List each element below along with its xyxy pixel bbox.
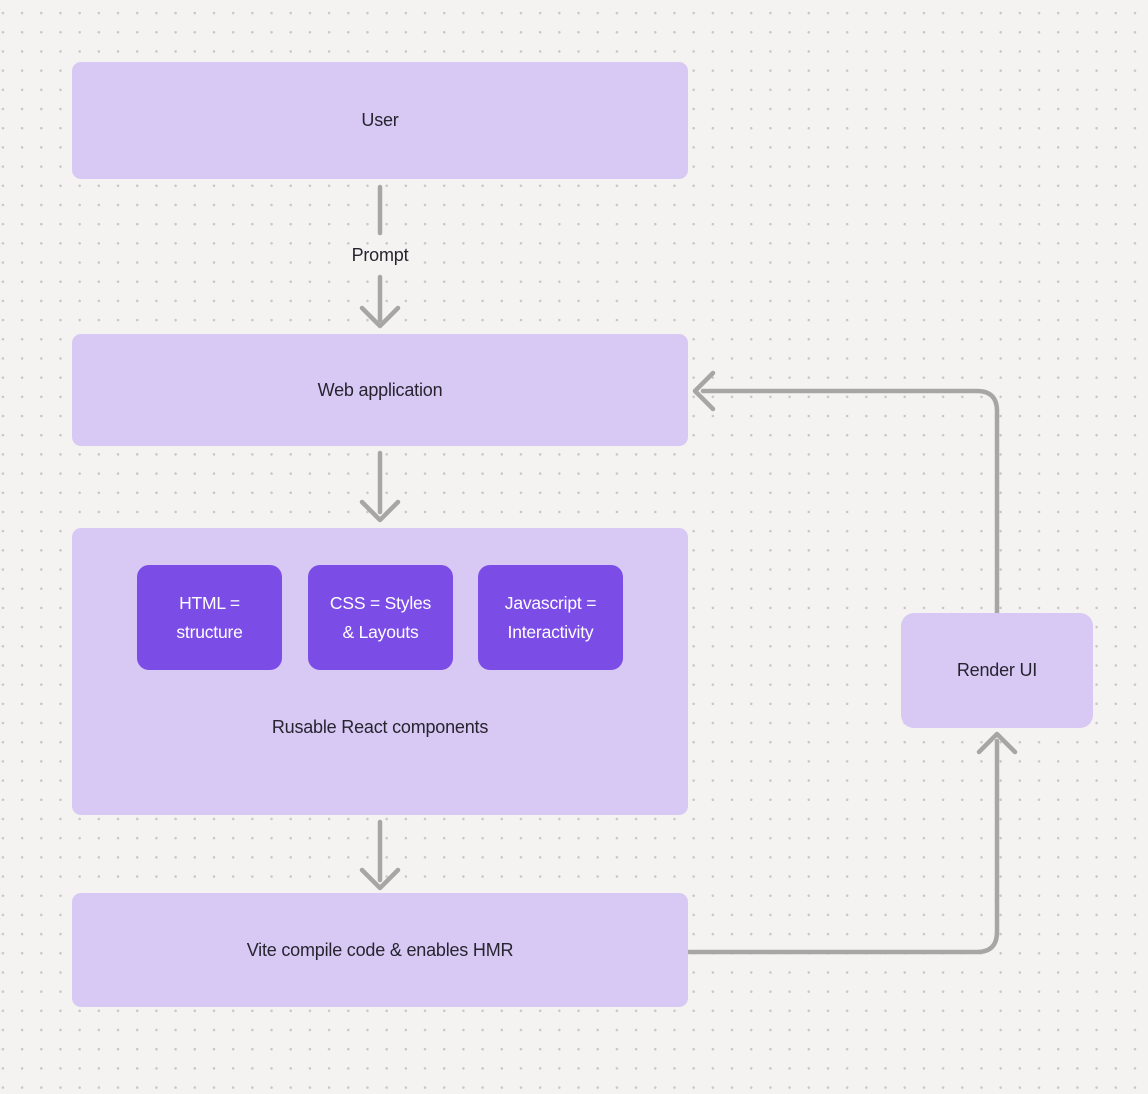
- chip-html-line2: structure: [176, 621, 243, 642]
- arrowhead-up-icon: [976, 731, 1018, 755]
- components-group-caption: Rusable React components: [271, 717, 489, 737]
- edge-label-prompt: Prompt: [346, 245, 414, 266]
- chip-css-line1: CSS = Styles: [329, 592, 432, 613]
- node-render-ui: Render UI: [901, 613, 1093, 728]
- chip-javascript: Javascript = Interactivity: [478, 565, 623, 670]
- node-vite-label: Vite compile code & enables HMR: [246, 939, 514, 960]
- connector-vite-to-renderui: [686, 738, 1000, 955]
- arrowhead-down-icon: [359, 867, 401, 891]
- arrowhead-down-icon: [359, 305, 401, 329]
- chip-css-line2: & Layouts: [342, 621, 419, 642]
- arrowhead-left-icon: [692, 370, 716, 412]
- chip-javascript-line1: Javascript =: [504, 592, 597, 613]
- node-user-label: User: [361, 110, 399, 130]
- node-vite: Vite compile code & enables HMR: [72, 893, 688, 1007]
- connector-renderui-to-webapp: [700, 388, 1000, 616]
- node-render-ui-label: Render UI: [956, 660, 1038, 680]
- chip-javascript-line2: Interactivity: [507, 621, 594, 642]
- arrowhead-down-icon: [359, 499, 401, 523]
- node-user: User: [72, 62, 688, 179]
- node-web-application-label: Web application: [317, 379, 443, 400]
- chip-css: CSS = Styles & Layouts: [308, 565, 453, 670]
- chip-html-line1: HTML =: [179, 592, 240, 613]
- node-web-application: Web application: [72, 334, 688, 446]
- node-components-group: HTML = structure CSS = Styles & Layouts …: [72, 528, 688, 815]
- chip-html: HTML = structure: [137, 565, 282, 670]
